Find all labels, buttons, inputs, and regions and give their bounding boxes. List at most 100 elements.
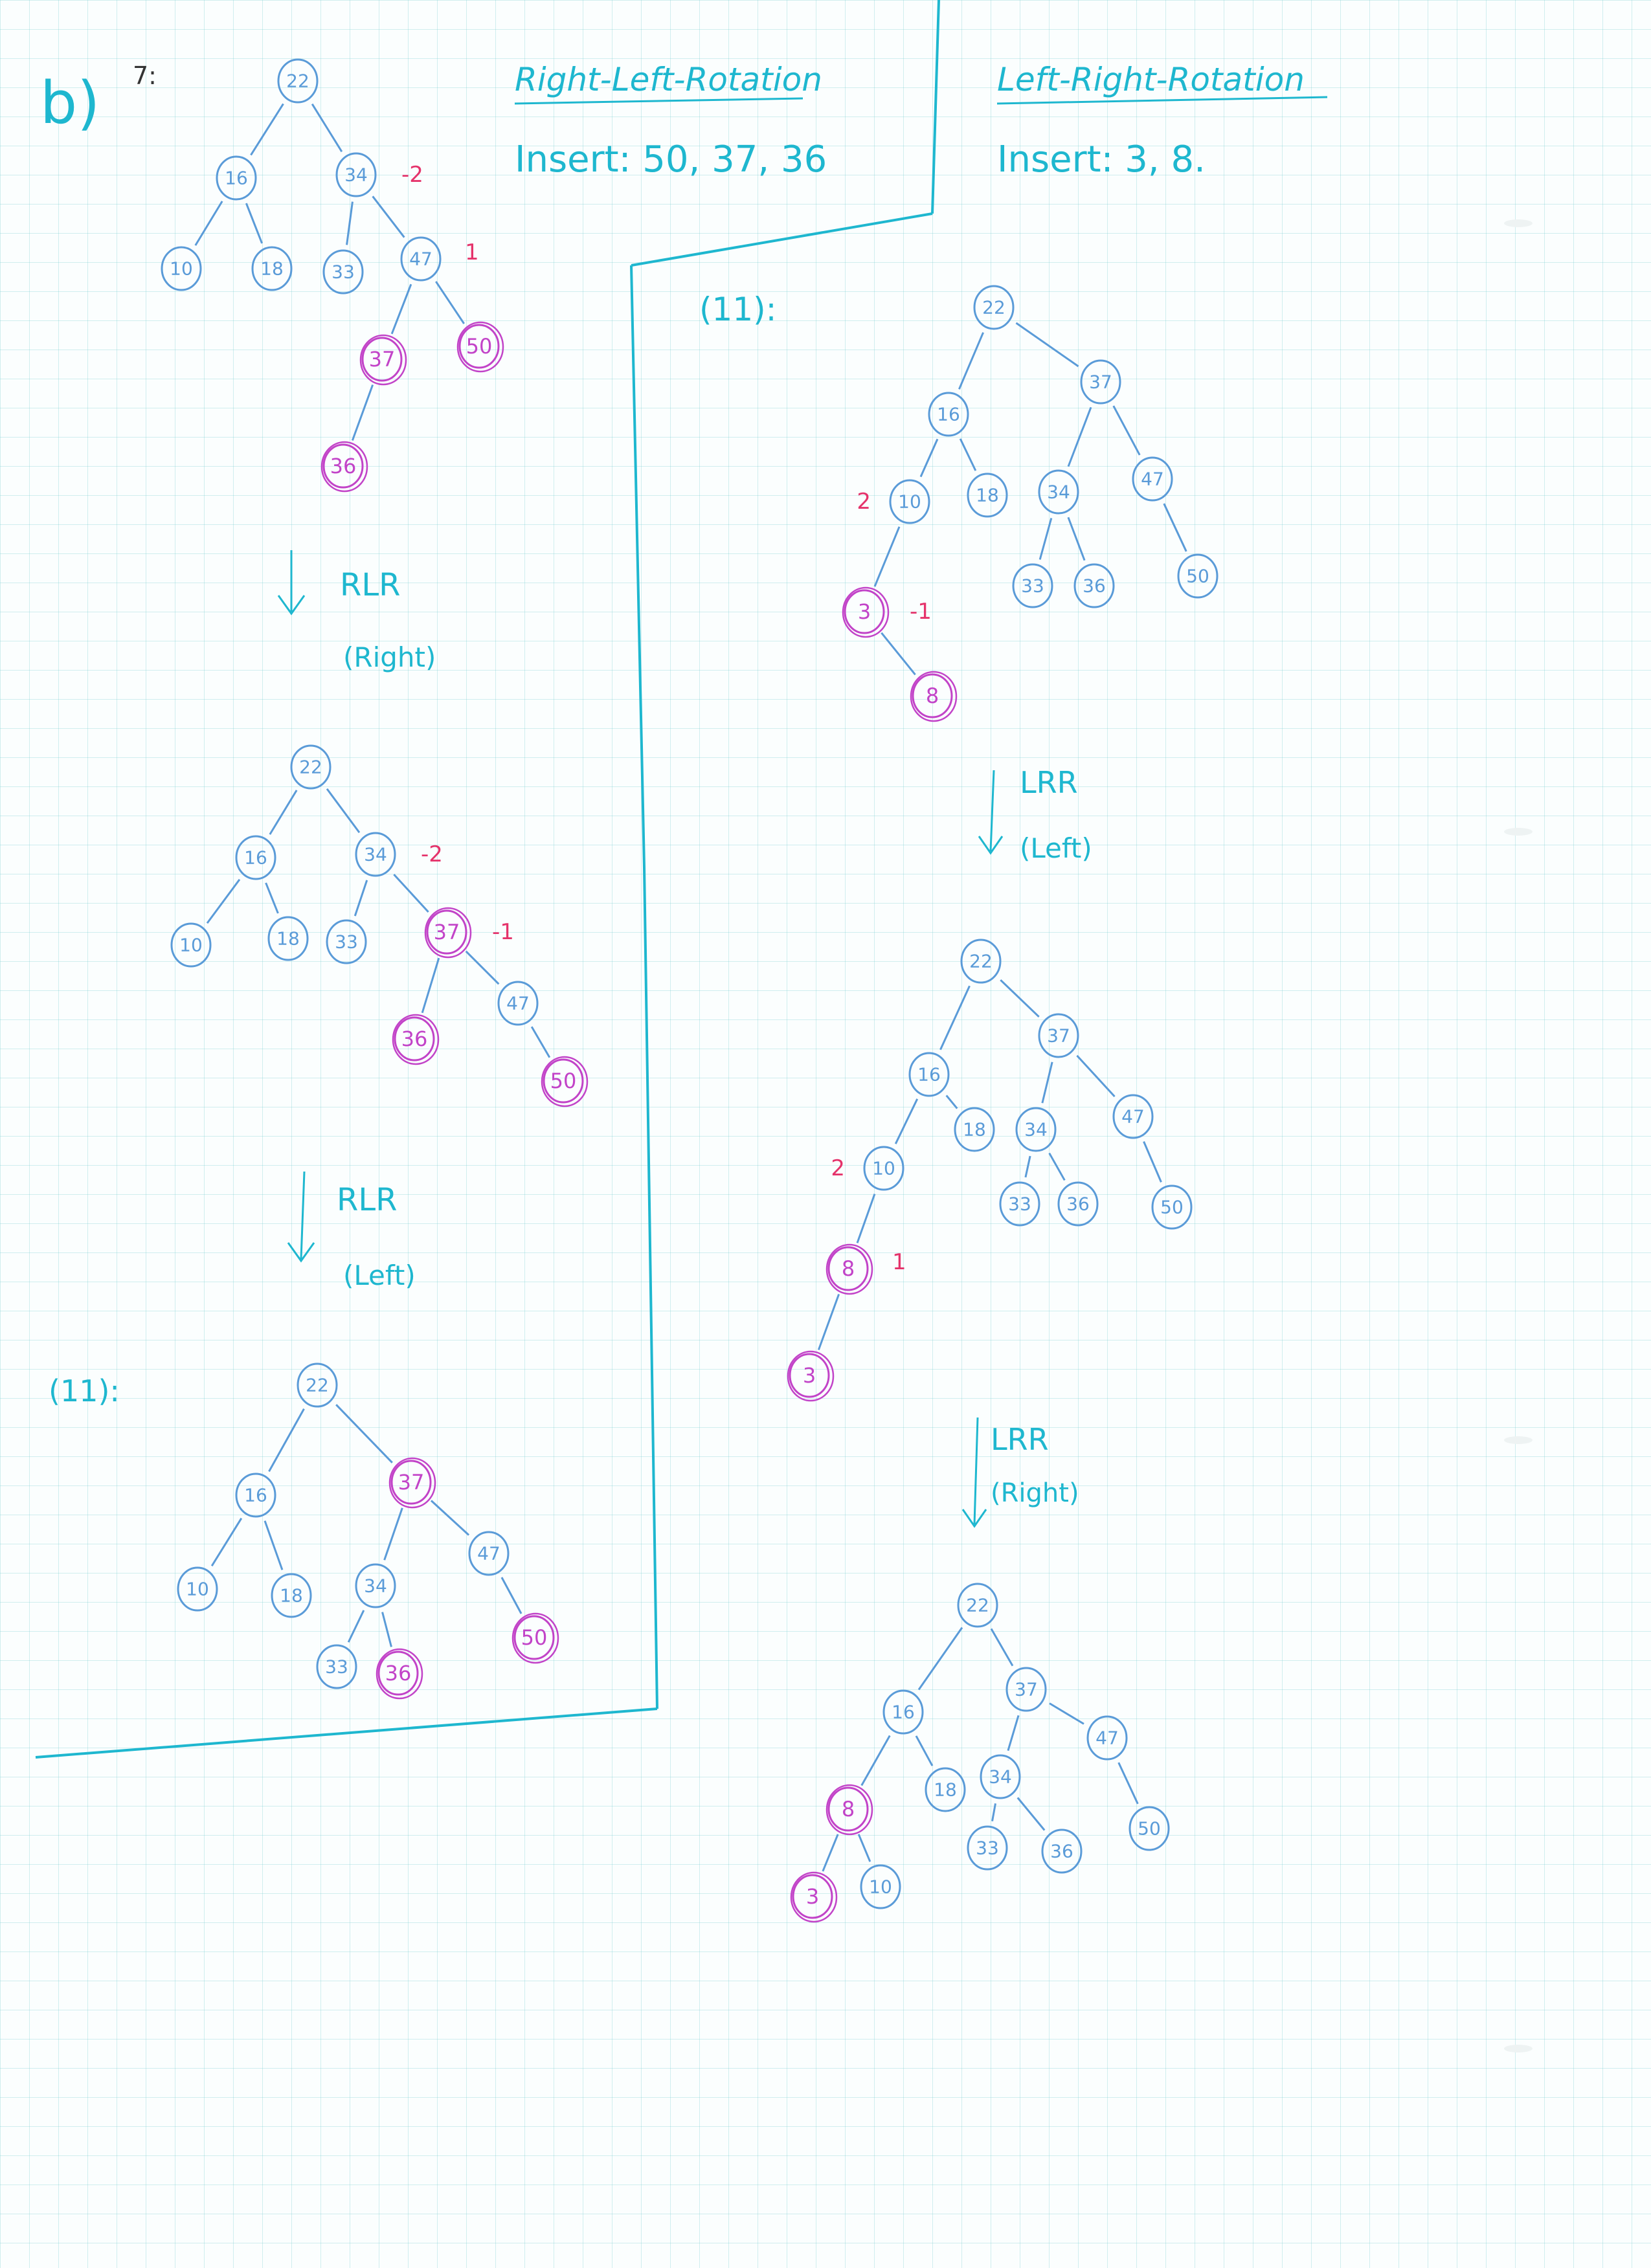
node-label: 36 [330,454,357,478]
tree-edge [1076,1054,1116,1098]
left-arrow-1-sub: (Right) [343,641,436,673]
node-label: 10 [872,1158,895,1179]
tree-edge [1067,406,1092,467]
tree-node-50: 50 [541,1056,589,1107]
tree-node-18: 18 [954,1107,995,1152]
tree-node-50: 50 [456,321,504,373]
node-label: 33 [976,1838,999,1859]
node-label: 37 [1047,1025,1070,1047]
tree-edge [990,1628,1014,1667]
node-circle [335,152,377,197]
tree-edge [939,985,971,1051]
balance-factor: 1 [465,239,479,265]
tree-node-10: 10 [161,246,202,291]
tree-node-50: 50 [1151,1184,1193,1230]
node-circle [251,246,293,291]
tree-edge [311,103,343,153]
node-label: 22 [966,1595,989,1616]
tree-edge [945,1095,958,1109]
node-label: 47 [1141,469,1164,490]
tree-edge [881,632,916,676]
divider-vertical-top [931,0,940,214]
tree-edge [347,1610,365,1643]
tree-edge [354,880,368,917]
tree-edge [335,1404,393,1463]
node-label: 8 [842,1797,855,1821]
tree-node-37: 37 [424,907,472,959]
tree-edge [265,882,279,914]
node-label: 34 [1024,1119,1048,1140]
node-label: 33 [335,931,358,953]
left-heading: Right-Left-Rotation [515,61,822,98]
part-label: b) [40,69,100,137]
tree-edge [421,957,440,1014]
tree-edge [346,201,354,245]
tree-node-18: 18 [925,1767,966,1812]
tree-edge [856,1194,876,1243]
tree-edge [1024,1155,1031,1178]
node-label: 37 [1089,372,1112,393]
node-circle [1112,1094,1154,1139]
tree-edge [430,1500,470,1536]
node-circle [513,1615,555,1660]
right-heading: Left-Right-Rotation [997,61,1305,98]
node-label: 50 [466,334,493,359]
node-label: 47 [409,249,432,270]
tree-node-8: 8 [826,1243,873,1295]
node-circle [789,1353,830,1398]
node-circle [863,1146,904,1191]
node-circle [322,443,364,489]
node-label: 33 [1021,575,1044,597]
node-label: 36 [385,1661,412,1685]
node-circle [1015,1107,1057,1152]
tree-node-47: 47 [400,236,442,282]
left-arrow-2-label: RLR [337,1182,397,1218]
tree-edge [264,1520,284,1570]
tree-edge [500,1577,522,1614]
node-label: 18 [963,1119,986,1140]
node-circle [1005,1667,1047,1712]
tree-edge [917,1627,963,1691]
node-label: 10 [179,935,203,956]
tree-node-3: 3 [787,1350,835,1402]
tree-node-16: 16 [216,155,257,201]
node-circle [960,939,1002,984]
node-label: 16 [225,168,248,189]
tree-node-47: 47 [1132,456,1173,502]
node-label: 36 [1066,1194,1090,1215]
node-highlight-circle [787,1350,835,1402]
node-circle [235,1473,276,1518]
node-label: 22 [982,297,1005,318]
tree-node-33: 33 [326,919,367,964]
tree-edge [894,1098,919,1144]
node-label: 8 [926,684,939,708]
punch-hole [1504,2045,1533,2052]
right-heading-underline [996,96,1328,105]
node-label: 18 [276,928,300,950]
node-label: 34 [1047,482,1070,503]
tree-node-36: 36 [1073,563,1115,608]
tree-node-3: 3 [790,1871,838,1923]
node-circle [980,1754,1021,1799]
tree-edge [210,1517,243,1567]
tree-node-34: 34 [355,832,396,877]
node-circle [468,1531,510,1576]
tree-node-16: 16 [882,1689,924,1735]
node-label: 50 [550,1069,577,1093]
tree-node-18: 18 [267,916,309,961]
tree-edge [958,332,984,390]
node-circle [1012,563,1053,608]
tree-node-22: 22 [957,1583,998,1628]
node-circle [458,324,500,369]
left-arrow-2: RLR (Left) [287,1171,416,1291]
tree-node-22: 22 [290,744,331,790]
node-highlight-circle [511,1612,559,1664]
tree-edge [1000,979,1040,1018]
node-label: 22 [299,757,322,778]
tree-node-34: 34 [1038,469,1079,515]
tree-edge [206,878,241,924]
tree-node-37: 37 [1080,359,1121,405]
node-label: 37 [434,920,460,944]
node-label: 36 [1050,1841,1073,1862]
